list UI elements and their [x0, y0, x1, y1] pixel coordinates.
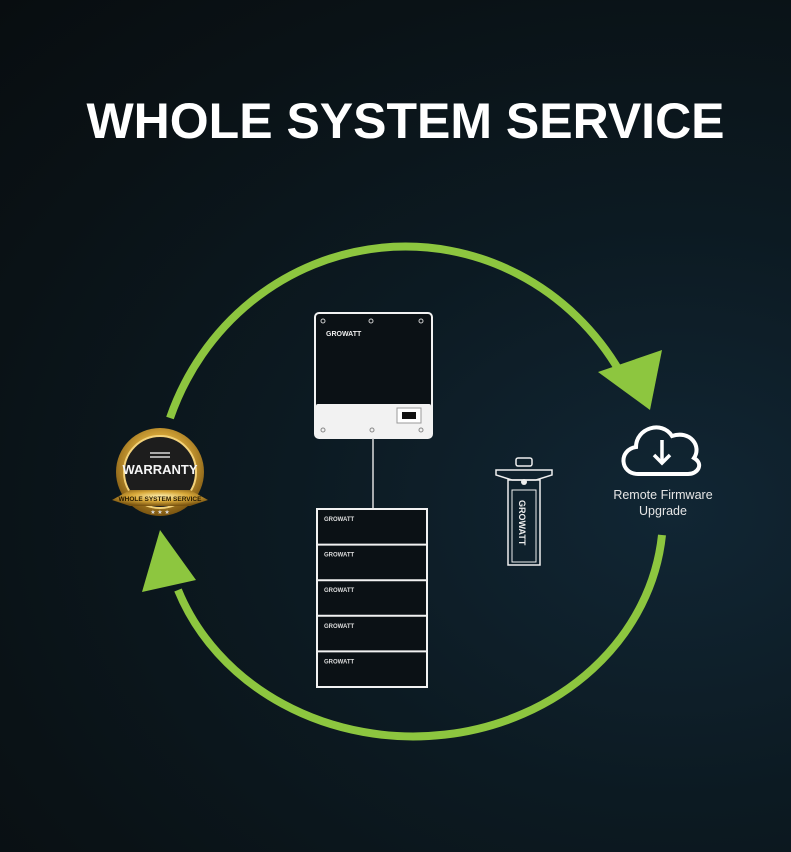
firmware-line2: Upgrade — [639, 504, 687, 518]
battery-module-brand: GROWATT — [324, 553, 355, 559]
cycle-arrow-top — [166, 242, 662, 420]
battery-stack: GROWATT GROWATT GROWATT GROWATT GROWATT — [316, 508, 428, 688]
svg-text:GROWATT: GROWATT — [326, 331, 362, 338]
wifi-dongle: GROWATT — [495, 457, 553, 566]
battery-module-brand: GROWATT — [324, 659, 355, 665]
inverter: GROWATT — [314, 312, 433, 439]
svg-text:GROWATT: GROWATT — [517, 500, 527, 546]
firmware-line1: Remote Firmware — [613, 488, 713, 502]
svg-text:★ ★ ★: ★ ★ ★ — [150, 509, 169, 516]
svg-text:WHOLE SYSTEM SERVICE: WHOLE SYSTEM SERVICE — [119, 496, 203, 503]
warranty-badge: WARRANTY WHOLE SYSTEM SERVICE ★ ★ ★ — [112, 428, 208, 516]
cycle-arrow-bottom — [142, 530, 666, 741]
battery-module-brand: GROWATT — [324, 517, 355, 523]
page-title: WHOLE SYSTEM SERVICE — [86, 93, 725, 149]
svg-text:WARRANTY: WARRANTY — [122, 462, 197, 477]
battery-module-brand: GROWATT — [324, 624, 355, 630]
battery-module-brand: GROWATT — [324, 588, 355, 594]
remote-firmware-label: Remote Firmware Upgrade — [593, 487, 733, 519]
cloud-download-icon — [621, 425, 702, 476]
